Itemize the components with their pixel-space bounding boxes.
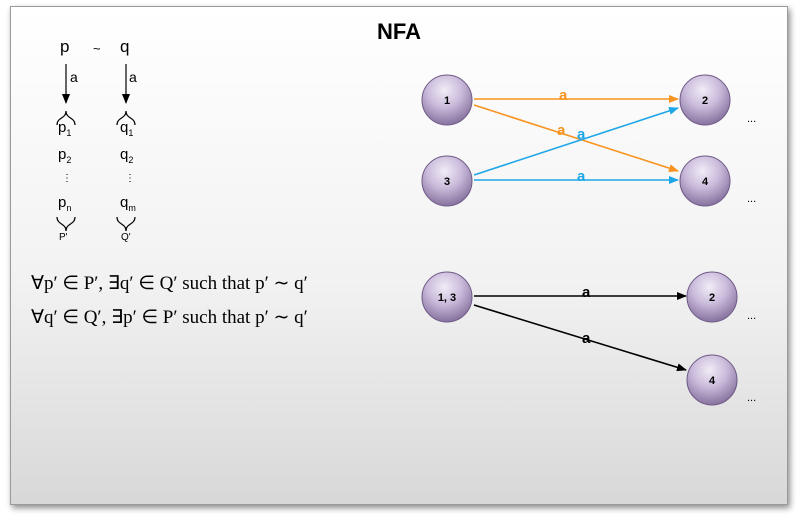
succ-q2: q2 xyxy=(120,146,134,165)
edge-13-4 xyxy=(473,304,687,372)
node-1: 1 xyxy=(421,74,473,126)
node-2-bottom: 2 xyxy=(686,271,738,323)
label-edge-3-2: a xyxy=(577,126,586,143)
formula-line-1: ∀p′ ∈ P′, ∃q′ ∈ Q′ such that p′ ∼ q′ xyxy=(31,273,308,294)
top-edges xyxy=(473,95,679,184)
node-1-3: 1, 3 xyxy=(421,271,473,323)
node-4-top-label: 4 xyxy=(702,176,709,188)
label-edge-3-4: a xyxy=(577,168,586,185)
label-edge-1-4: a xyxy=(557,122,566,139)
edge-3-2 xyxy=(473,107,679,176)
node-4-bottom-label: 4 xyxy=(709,375,716,387)
node-3: 3 xyxy=(421,155,473,207)
brace-top-q xyxy=(116,110,136,126)
ellipsis-bottom-4: ... xyxy=(747,392,756,404)
brace-top-p xyxy=(56,110,76,126)
node-1-3-label: 1, 3 xyxy=(438,292,456,304)
slide: NFA p ~ q a a p1 p2 ⋮ pn q1 q2 ⋮ qm P' Q… xyxy=(10,6,788,505)
formula-line-2: ∀q′ ∈ Q′, ∃p′ ∈ P′ such that p′ ∼ q′ xyxy=(31,307,308,328)
succ-qm: qm xyxy=(120,194,136,213)
succ-p1: p1 xyxy=(58,119,72,138)
nfa-diagram: 1 3 2 4 1, 3 2 4 a a a xyxy=(56,64,756,406)
bisim-arrows xyxy=(56,64,136,232)
brace-bottom-q xyxy=(116,216,136,232)
node-1-label: 1 xyxy=(444,95,450,107)
node-3-label: 3 xyxy=(444,176,450,188)
label-edge-13-2: a xyxy=(582,284,591,301)
bottom-edges xyxy=(473,292,687,372)
slide-title: NFA xyxy=(377,19,421,44)
ellipsis-top-4: ... xyxy=(747,193,756,205)
set-p-prime: P' xyxy=(59,232,68,243)
ellipsis-bottom-2: ... xyxy=(747,310,756,322)
edge-1-4 xyxy=(473,104,679,173)
sim-symbol: ~ xyxy=(93,41,101,56)
label-edge-1-2: a xyxy=(559,87,568,104)
label-edge-13-4: a xyxy=(582,330,591,347)
node-4-bottom: 4 xyxy=(686,354,738,406)
brace-bottom-p xyxy=(56,216,76,232)
vdots-q: ⋮ xyxy=(125,173,135,184)
transition-label-q: a xyxy=(129,69,137,85)
succ-pn: pn xyxy=(58,194,72,213)
succ-p2: p2 xyxy=(58,146,72,165)
ellipsis-top-2: ... xyxy=(747,113,756,125)
node-4-top: 4 xyxy=(679,155,731,207)
state-p: p xyxy=(60,37,70,56)
vdots-p: ⋮ xyxy=(62,173,72,184)
transition-label-p: a xyxy=(70,69,78,85)
succ-q1: q1 xyxy=(120,119,134,138)
state-q: q xyxy=(120,37,130,56)
node-2-top-label: 2 xyxy=(702,95,708,107)
node-2-top: 2 xyxy=(679,74,731,126)
set-q-prime: Q' xyxy=(121,232,131,243)
node-2-bottom-label: 2 xyxy=(709,292,715,304)
